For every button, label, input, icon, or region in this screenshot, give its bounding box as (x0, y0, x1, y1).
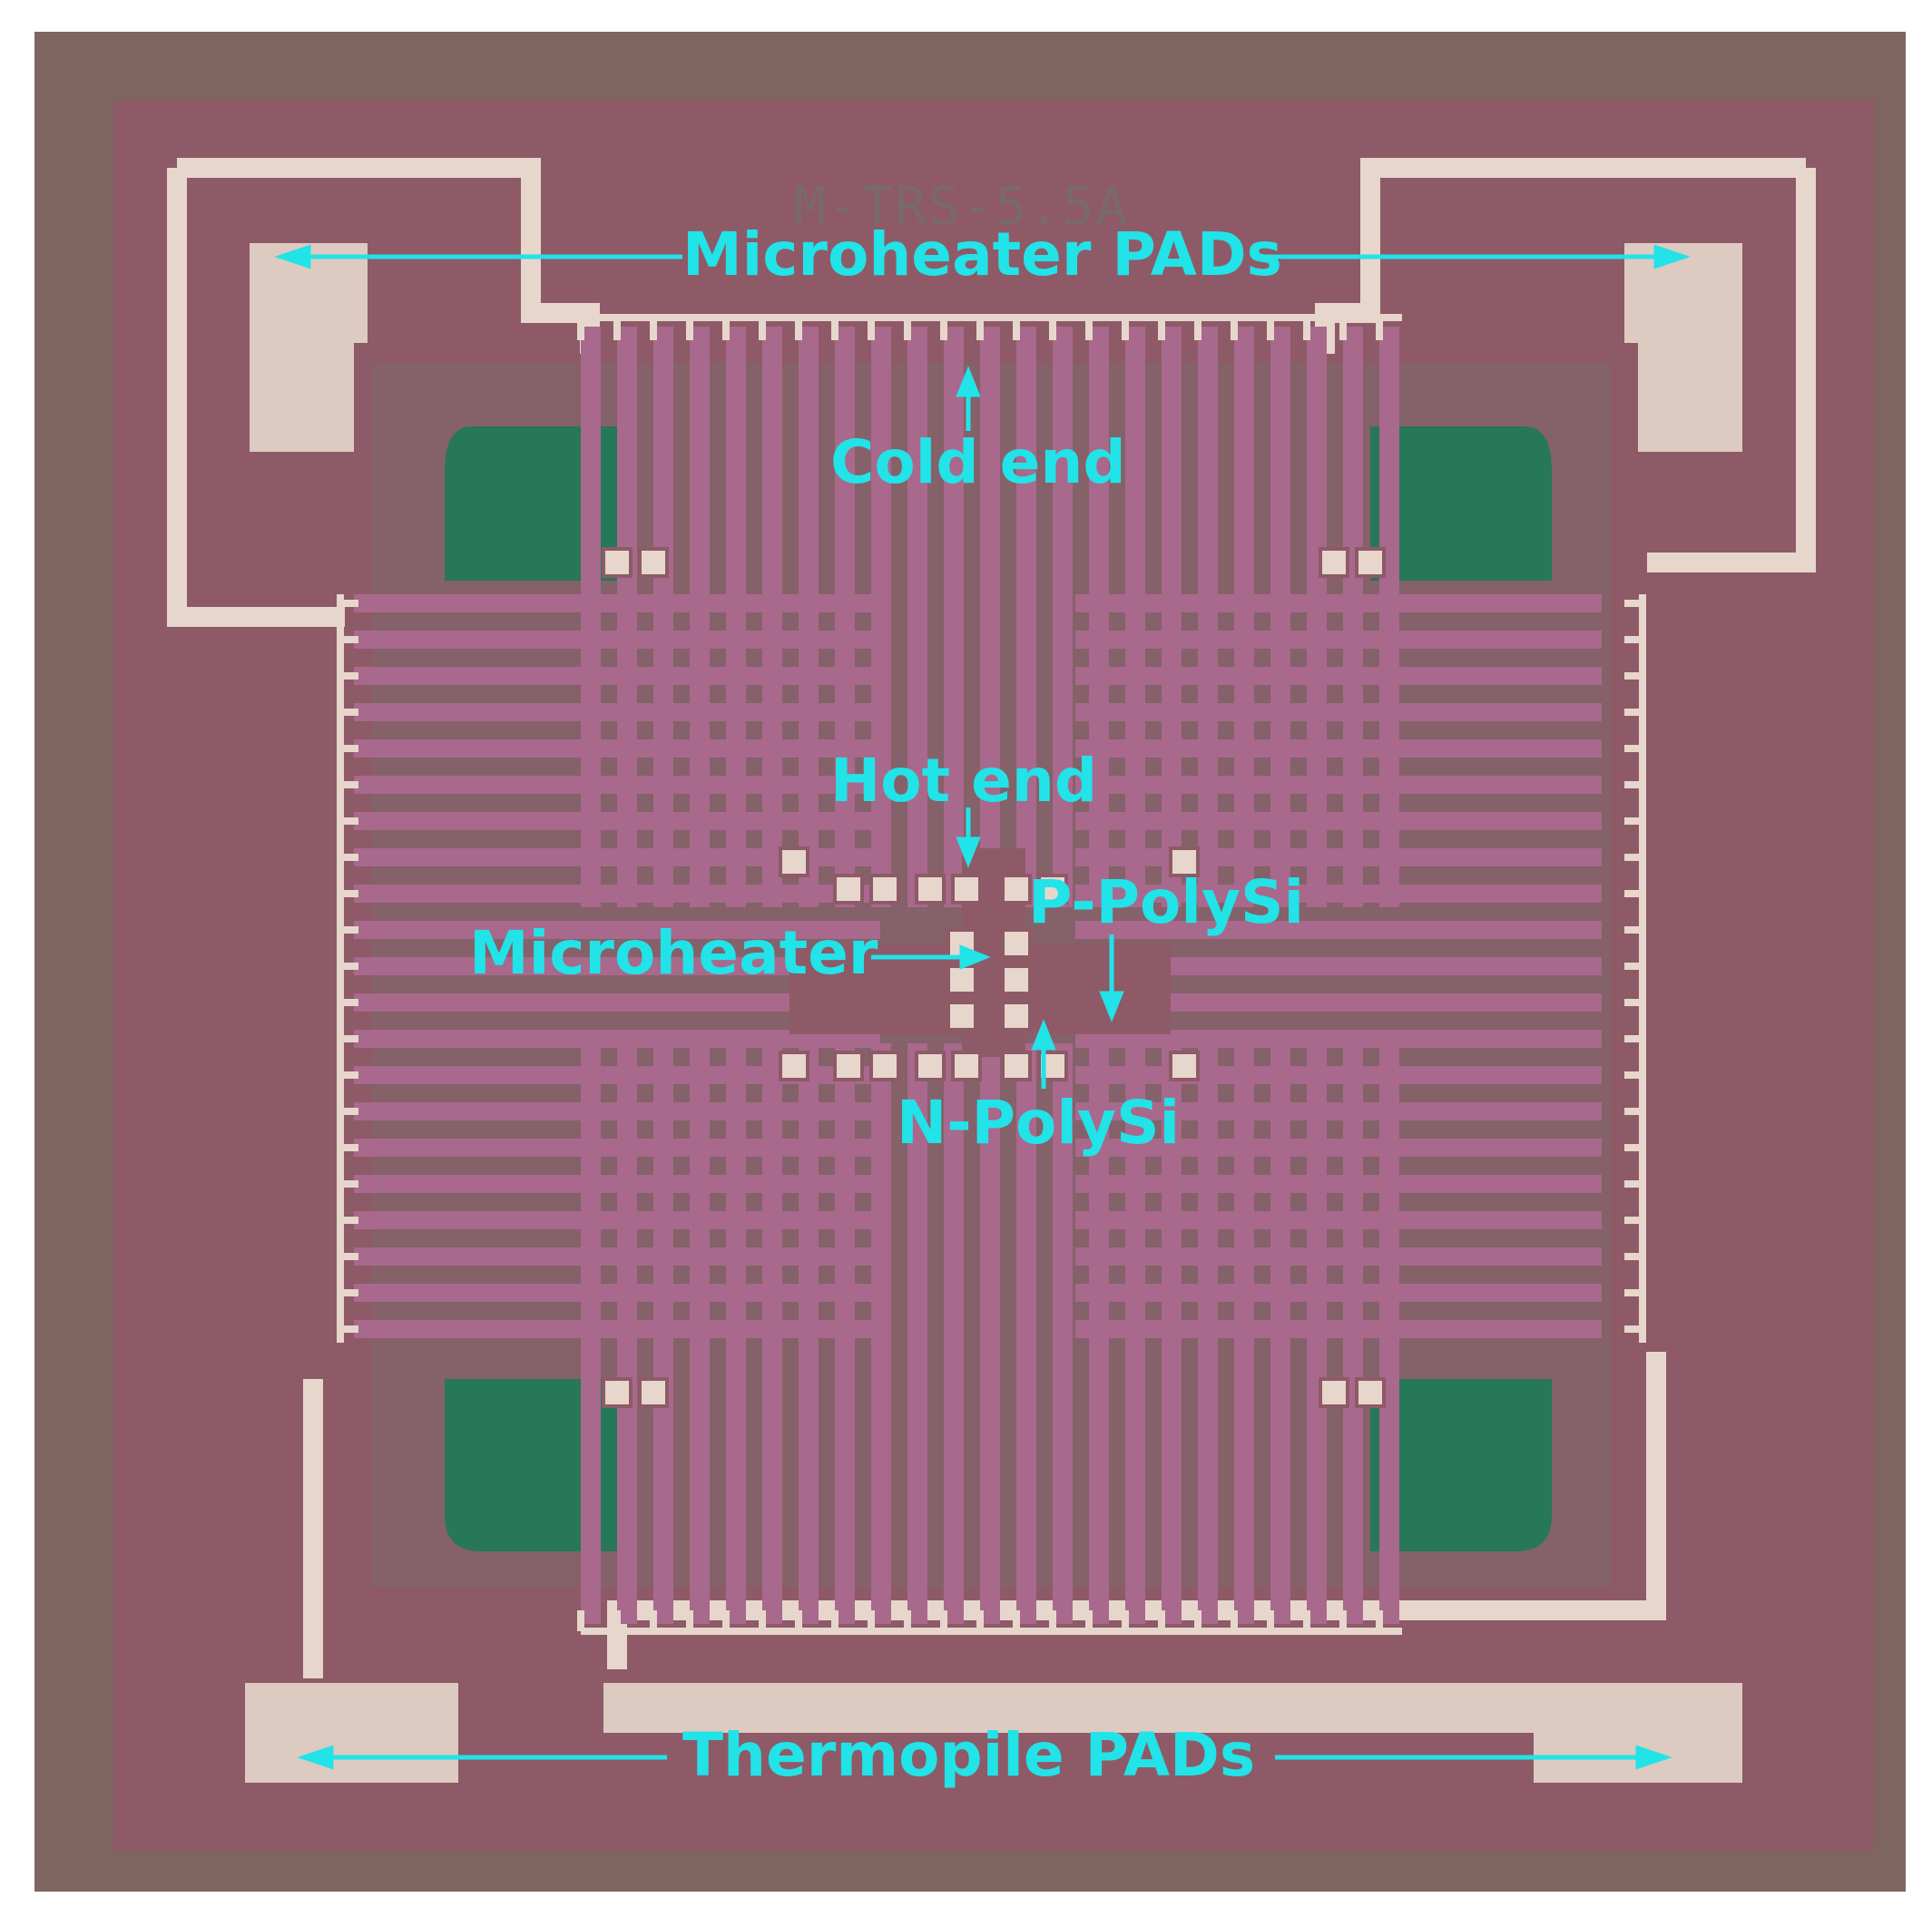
n-polysi-label: N-PolySi (897, 1088, 1181, 1158)
hot-end-contacts (602, 547, 1386, 1408)
microheater-pads-label: Microheater PADs (682, 220, 1282, 289)
cavity-bottom-left (445, 1379, 617, 1551)
cold-end-combs (337, 314, 1646, 1635)
etch-cavities (445, 426, 1552, 1551)
chip-id-text: M-TRS-5.5A (794, 175, 1130, 237)
cold-end-label: Cold end (830, 427, 1126, 497)
cavity-bottom-right (1370, 1379, 1552, 1551)
cavity-top-left (445, 426, 617, 581)
thermopile-pad-left (245, 1683, 458, 1783)
annotation-arrows (274, 244, 1691, 1770)
hot-end-label: Hot end (830, 746, 1098, 816)
horizontal-thermocouples (354, 594, 1602, 1338)
p-polysi-label: P-PolySi (1028, 867, 1305, 937)
thermopile-pads-label: Thermopile PADs (682, 1720, 1256, 1790)
cavity-top-right (1370, 426, 1552, 581)
microheater-label: Microheater (469, 918, 878, 988)
